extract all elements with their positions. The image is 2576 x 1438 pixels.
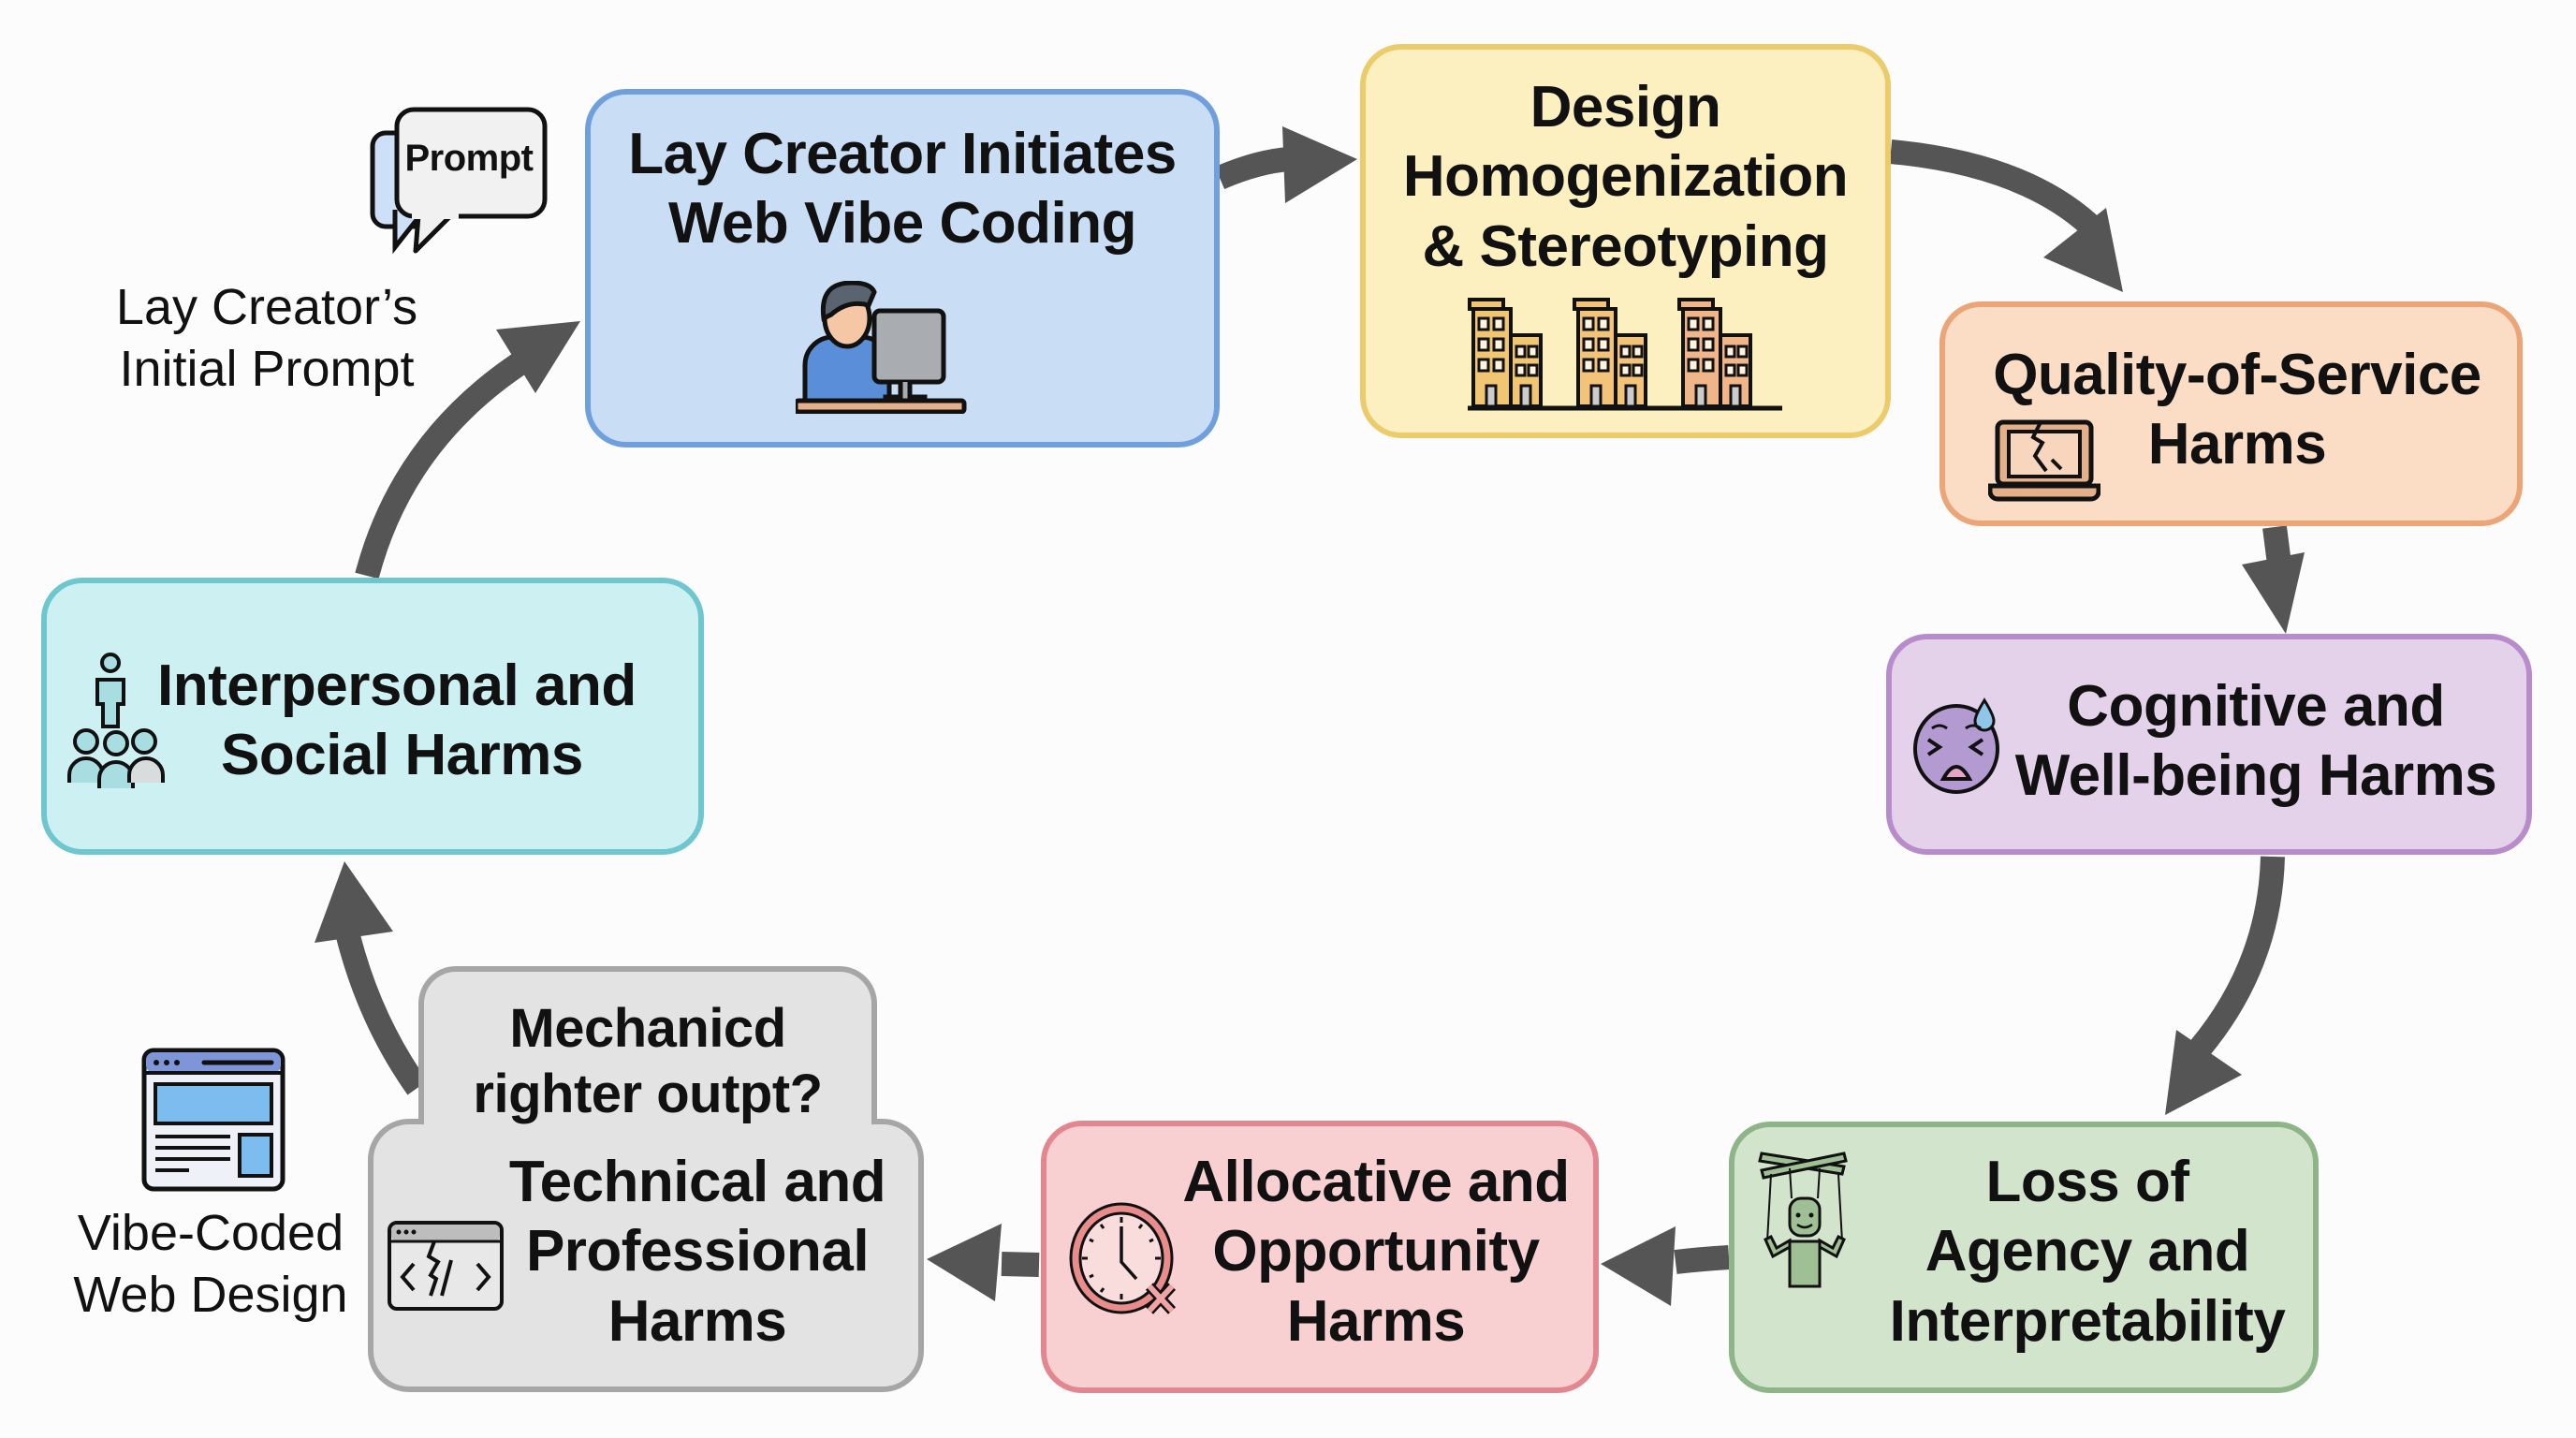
node-allocative-line-1: Allocative and [1182,1150,1570,1214]
arrowhead-to-technical [927,1224,1002,1301]
arrow-lay-creator-to-design [1214,147,1292,189]
node-allocative-line-3: Harms [1286,1288,1466,1354]
web-design-label-line-1: Vibe-Coded [77,1205,344,1261]
clock-with-x-icon [1069,1202,1177,1314]
node-allocative-line-2: Opportunity [1212,1219,1540,1284]
arrow-allocative-to-technical [1001,1252,1040,1277]
prompt-speech-bubble-icon [370,107,548,255]
arrow-agency-to-allocative [1674,1245,1730,1274]
arrowhead-to-lay-creator [496,321,580,393]
node-design-line-2: Homogenization [1402,144,1849,210]
node-agency-line-1: Loss of [1985,1150,2189,1214]
arrow-interpersonal-to-lay-creator [355,350,532,580]
node-interpersonal-line-1: Interpersonal and [157,653,637,718]
node-quality-line-1: Quality-of-Service [1993,343,2481,407]
node-technical-line-2: Professional [525,1219,870,1284]
node-technical-tab-line-1: Mechanicd [509,998,786,1059]
arrow-design-to-quality [1889,139,2098,234]
web-page-layout-icon [141,1048,285,1192]
web-design-label-line-2: Web Design [73,1266,348,1323]
broken-laptop-icon [1988,419,2100,502]
initial-prompt-label-line-1: Lay Creator’s [115,279,418,335]
broken-code-window-icon [388,1221,504,1311]
person-at-computer-icon [796,281,967,414]
node-agency-title: Loss of Agency and Interpretability [1872,1148,2303,1357]
arrowhead-to-interpersonal [315,861,393,943]
node-technical-line-1: Technical and [508,1150,886,1214]
arrow-technical-to-interpersonal [336,932,428,1095]
node-lay-creator-title: Lay Creator Initiates Web Vibe Coding [585,120,1220,259]
node-interpersonal-title: Interpersonal and Social Harms [157,652,644,791]
arrowhead-to-design [1282,126,1357,203]
arrowhead-to-cognitive [2242,552,2305,634]
node-quality-line-2: Harms [2147,412,2327,477]
puppet-on-strings-icon [1758,1152,1848,1288]
arrowhead-to-quality [2043,208,2123,292]
node-technical-tab-line-2: righter outpt? [473,1063,823,1124]
tab-joint-cover [424,1114,871,1127]
node-technical-tab-title: Mechanicd righter outpt? [418,996,877,1126]
initial-prompt-label: Lay Creator’s Initial Prompt [84,277,449,401]
node-cognitive-line-1: Cognitive and [2067,674,2445,739]
node-lay-creator-line-1: Lay Creator Initiates [628,122,1177,186]
node-lay-creator-line-2: Web Vibe Coding [667,191,1137,257]
node-agency-line-3: Interpretability [1889,1288,2286,1354]
node-interpersonal-line-2: Social Harms [221,723,583,788]
node-allocative-title: Allocative and Opportunity Harms [1170,1148,1582,1357]
node-design-line-1: Design [1530,75,1721,139]
node-technical-line-3: Harms [607,1288,787,1354]
distressed-face-icon [1913,697,1999,794]
node-agency-line-2: Agency and [1925,1219,2250,1284]
node-interpersonal-social[interactable] [41,578,704,855]
arrowhead-to-allocative [1601,1226,1676,1306]
node-technical-title: Technical and Professional Harms [487,1148,908,1357]
web-design-label: Vibe-Coded Web Design [56,1203,365,1327]
identical-buildings-icon [1468,298,1782,411]
arrowhead-to-agency [2165,1030,2242,1115]
arrow-cognitive-to-agency [2190,856,2285,1057]
people-group-icon [67,653,165,788]
node-design-homogenization-title: Design Homogenization & Stereotyping [1360,73,1891,282]
node-design-line-3: & Stereotyping [1422,213,1829,279]
prompt-bubble-text: Prompt [404,138,534,179]
node-cognitive-title: Cognitive and Well-being Harms [1994,672,2518,812]
node-quality-of-service-title: Quality-of-Service Harms [1966,341,2509,480]
initial-prompt-label-line-2: Initial Prompt [119,340,415,397]
node-cognitive-line-2: Well-being Harms [2014,743,2497,809]
